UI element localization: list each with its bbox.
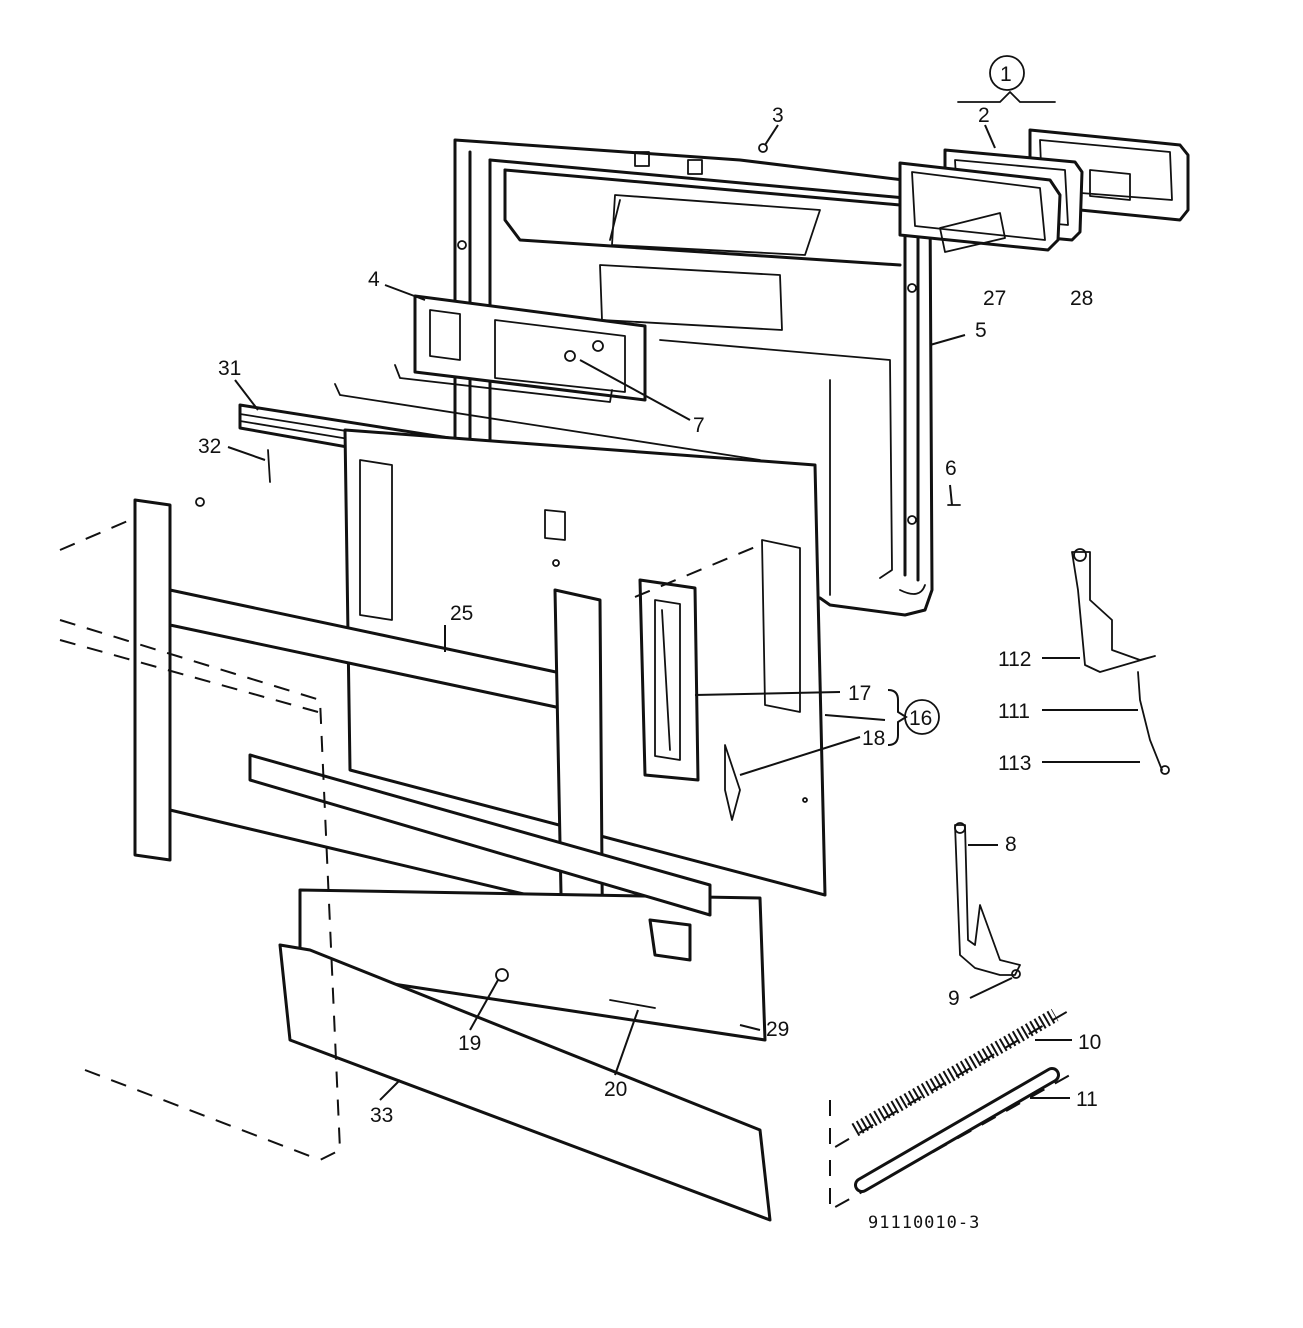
handle-assembly-part-1	[898, 128, 1190, 253]
screw-part-3	[758, 143, 768, 153]
label-29: 29	[766, 1018, 789, 1041]
label-25: 25	[450, 602, 473, 625]
dashed-line-e	[634, 544, 761, 598]
brace-part-1	[957, 91, 1056, 103]
leader-lines	[227, 124, 1140, 1101]
label-31: 31	[218, 357, 241, 380]
label-16: 16	[909, 707, 932, 730]
label-112: 112	[998, 648, 1031, 671]
label-8: 8	[1005, 833, 1017, 856]
label-5: 5	[975, 319, 987, 342]
hinge-part-8	[954, 822, 1021, 976]
label-28: 28	[1070, 287, 1093, 310]
screw-part-19	[495, 968, 509, 982]
clip-part-18	[724, 744, 741, 821]
label-113: 113	[998, 752, 1031, 775]
drawing-number: 91110010-3	[868, 1213, 980, 1233]
dashed-box-b	[829, 1074, 1071, 1212]
rail-part-29	[248, 753, 712, 962]
bracket-part-4	[394, 294, 647, 403]
label-18: 18	[862, 727, 885, 750]
screw-part-32	[267, 449, 271, 483]
dashed-line-b	[59, 619, 342, 1161]
rod-part-11	[854, 1067, 1060, 1193]
label-6: 6	[945, 457, 957, 480]
label-33: 33	[370, 1104, 393, 1127]
label-11: 11	[1076, 1088, 1098, 1111]
dashed-box-a	[829, 1009, 1071, 1152]
pin-part-20	[609, 999, 656, 1009]
label-20: 20	[604, 1078, 627, 1101]
callout-circle-1	[989, 55, 1025, 91]
callout-circle-16	[904, 699, 940, 735]
dashed-line-c	[59, 639, 319, 713]
label-17: 17	[848, 682, 871, 705]
screw-frame	[195, 497, 205, 507]
label-3: 3	[772, 104, 784, 127]
spring-part-10	[851, 1008, 1059, 1137]
label-4: 4	[368, 268, 380, 291]
hinge-part-112	[1071, 548, 1156, 673]
dashed-line-a	[59, 519, 131, 551]
screw-part-113	[1160, 765, 1170, 775]
label-9: 9	[948, 987, 960, 1010]
dashed-line-d	[84, 1069, 321, 1161]
label-19: 19	[458, 1032, 481, 1055]
part-labels: 1 2 3 4 5 6 7 8 9 10 11 16 17 18 19 20 2…	[198, 63, 1101, 1233]
label-2: 2	[978, 104, 990, 127]
brace-part-16	[887, 689, 908, 746]
label-10: 10	[1078, 1031, 1101, 1054]
label-27: 27	[983, 287, 1006, 310]
label-1: 1	[1000, 63, 1012, 86]
lower-panel-part-33	[278, 888, 772, 1222]
link-part-111	[1137, 671, 1163, 771]
label-111: 111	[998, 700, 1030, 723]
label-7: 7	[693, 414, 705, 437]
hinge-part-17	[638, 578, 700, 782]
screw-part-9	[1011, 969, 1021, 979]
label-32: 32	[198, 435, 221, 458]
